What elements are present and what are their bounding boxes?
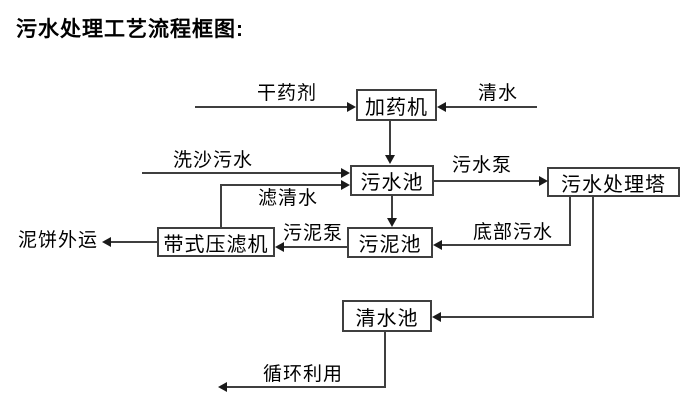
arrow-dry-chemical-head-icon [347,102,356,112]
node-treatment-tower: 污水处理塔 [547,167,680,197]
arrow-sewage-pump-head-icon [539,176,548,186]
page-title: 污水处理工艺流程框图: [16,18,244,41]
node-sewage-pool: 污水池 [350,165,434,196]
arrow-sand-washing-head-icon [341,168,350,178]
node-belt-filter-press: 带式压滤机 [157,227,275,257]
arrow-bottom-sewage-vline [569,197,571,246]
arrow-tower-to-clean-hline [440,316,594,318]
arrow-dosing-to-sewage-head-icon [385,155,395,164]
arrow-sewage-pump-line [434,180,540,182]
label-sludge-pump: 污泥泵 [283,223,344,244]
arrow-filtered-water-vline [220,184,222,227]
label-recycling: 循环利用 [263,364,344,385]
arrow-sludge-pump-head-icon [275,242,284,252]
label-sand-washing-sewage: 洗沙污水 [173,150,254,171]
arrow-tower-to-clean-vline [592,197,594,318]
arrow-bottom-sewage-hline [441,244,571,246]
arrow-filtered-water-hline [220,184,342,186]
label-dry-chemical: 干药剂 [257,83,318,104]
arrow-mud-cake-line [110,241,157,243]
arrow-dry-chemical-line [195,106,347,108]
arrow-recycling-vline [384,332,386,388]
arrow-sludge-pump-line [283,246,347,248]
label-mud-cake-shipped-out: 泥饼外运 [18,230,99,251]
arrow-sand-washing-line [142,172,342,174]
arrow-dosing-to-sewage-line [389,121,391,156]
node-sludge-pool: 污泥池 [347,227,433,258]
arrow-recycling-head-icon [218,382,227,392]
label-bottom-sewage: 底部污水 [473,222,554,243]
arrow-sewage-to-sludge-line [391,196,393,219]
arrow-filtered-water-head-icon [341,180,350,190]
node-dosing-machine: 加药机 [356,89,437,121]
arrow-mud-cake-head-icon [102,237,111,247]
label-filtered-water: 滤清水 [258,188,319,209]
arrow-recycling-hline [226,386,386,388]
arrow-clean-water-head-icon [437,102,446,112]
arrow-clean-water-line [446,106,537,108]
arrow-bottom-sewage-head-icon [433,240,442,250]
label-clean-water: 清水 [478,83,519,104]
arrow-sewage-to-sludge-head-icon [387,218,397,227]
arrow-tower-to-clean-head-icon [432,312,441,322]
node-clean-water-pool: 清水池 [342,300,432,332]
label-sewage-pump: 污水泵 [452,155,513,176]
